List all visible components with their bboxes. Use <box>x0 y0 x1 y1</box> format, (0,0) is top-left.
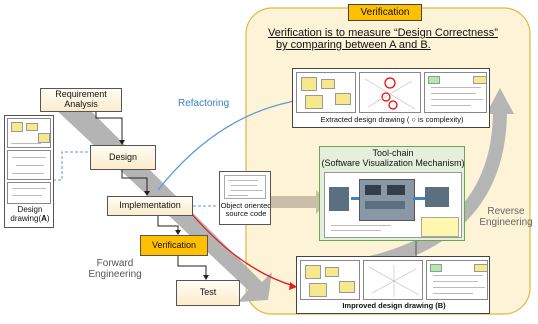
refactoring-label: Refactoring <box>178 98 230 109</box>
forward-engineering-arrow <box>48 88 272 302</box>
extracted-design-frame: Extracted design drawing ( ○ is complexi… <box>292 68 490 128</box>
toolchain-title: Tool-chain (Software Visualization Mecha… <box>321 148 465 168</box>
design-drawing-label: Design drawing(A) <box>10 205 50 223</box>
impl-to-verif-link <box>157 216 179 232</box>
source-to-toolchain-arrow <box>270 190 328 214</box>
improved-caption: Improved design drawing (B) <box>342 301 446 310</box>
refactoring-line <box>157 101 291 191</box>
extracted-thumb-2 <box>359 72 421 113</box>
verif-to-test-link <box>177 256 207 277</box>
design-a-thumb-2 <box>7 150 51 180</box>
improved-thumb-1 <box>300 260 360 300</box>
source-code-thumb <box>224 175 266 199</box>
verification-box: Verification <box>140 235 208 256</box>
improved-thumb-3 <box>426 260 488 300</box>
toolchain-diagram <box>324 172 462 238</box>
extracted-caption: Extracted design drawing ( ○ is complexi… <box>320 115 464 124</box>
design-to-impl-link <box>121 170 148 193</box>
extracted-thumb-3 <box>424 72 487 113</box>
verification-subtitle: Verification is to measure “Design Corre… <box>268 27 498 52</box>
improved-design-frame: Improved design drawing (B) <box>296 256 490 314</box>
reverse-engineering-label: Reverse Engineering <box>479 206 533 228</box>
verification-badge: Verification <box>348 4 422 21</box>
improve-line <box>189 211 295 287</box>
extracted-thumb-1 <box>296 72 356 113</box>
reverse-arrow-head <box>486 88 514 114</box>
improved-thumb-2 <box>363 260 423 300</box>
forward-engineering-label: Forward Engineering <box>88 258 142 280</box>
toolchain-box: Tool-chain (Software Visualization Mecha… <box>319 146 465 241</box>
design-drawing-a: Design drawing(A) <box>4 115 54 228</box>
design-a-thumb-3 <box>7 182 51 204</box>
design-a-thumb-1 <box>7 118 51 148</box>
req-to-design-link <box>95 106 123 142</box>
dashed-link <box>53 151 90 181</box>
source-code-box: Object oriented source code <box>219 171 271 225</box>
design-box: Design <box>90 145 156 170</box>
implementation-box: Implementation <box>107 196 193 216</box>
complexity-markers <box>364 77 416 110</box>
source-code-label: Object oriented source code <box>220 201 271 219</box>
test-box: Test <box>176 280 240 306</box>
